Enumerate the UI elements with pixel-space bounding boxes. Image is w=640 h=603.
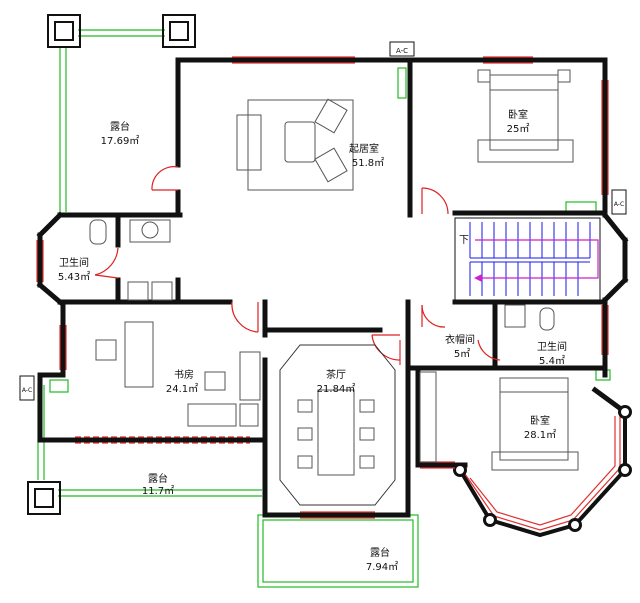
stair-direction-label: 下	[459, 235, 469, 246]
terrace-nw-name: 露台	[110, 120, 130, 133]
terrace-sw-name: 露台	[148, 472, 168, 485]
living-area: 51.8㎡	[352, 157, 384, 169]
closet-area: 5㎡	[454, 348, 470, 360]
living-name: 起居室	[349, 142, 379, 155]
corner-columns	[27, 14, 196, 515]
terrace-nw-area: 17.69㎡	[101, 135, 140, 147]
terrace-s-name: 露台	[370, 546, 390, 559]
closet-name: 衣帽间	[445, 333, 475, 346]
section-mark-right: A-C	[611, 189, 627, 215]
section-mark-top: A-C	[389, 41, 415, 57]
walls	[36, 57, 629, 518]
bath-e-area: 5.4㎡	[539, 355, 565, 367]
tea-name: 茶厅	[326, 368, 346, 381]
bath-w-name: 卫生间	[59, 256, 89, 269]
furniture	[89, 69, 579, 506]
study-name: 书房	[174, 368, 194, 381]
windows	[36, 56, 609, 519]
bedroom-se-name: 卧室	[530, 414, 550, 427]
doors	[94, 166, 501, 361]
staircase	[454, 217, 601, 301]
terrace-sw-area: 11.7㎡	[142, 485, 174, 497]
svg-text:A-C: A-C	[614, 201, 624, 208]
study-area: 24.1㎡	[166, 383, 198, 395]
section-mark-left: A-C	[19, 375, 35, 401]
terrace-outlines	[37, 29, 611, 588]
svg-text:A-C: A-C	[22, 387, 32, 394]
bedroom-ne-name: 卧室	[508, 108, 528, 121]
bedroom-ne-area: 25㎡	[507, 123, 530, 135]
terrace-s-area: 7.94㎡	[366, 561, 398, 573]
bedroom-se-area: 28.1㎡	[524, 429, 556, 441]
bath-w-area: 5.43㎡	[58, 271, 90, 283]
room-labels: 露台 17.69㎡ 起居室 51.8㎡ 卧室 25㎡ 卫生间 5.43㎡ 书房 …	[58, 108, 567, 573]
svg-text:A-C: A-C	[396, 47, 408, 55]
se-bay-window	[453, 405, 632, 538]
tea-area: 21.84㎡	[317, 383, 356, 395]
bath-e-name: 卫生间	[537, 340, 567, 353]
